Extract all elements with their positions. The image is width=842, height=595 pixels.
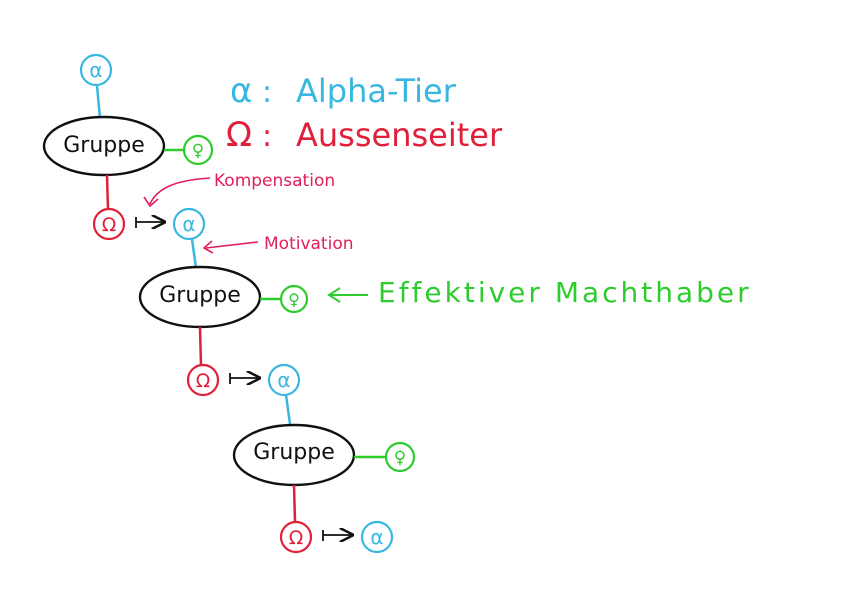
female-node-3	[384, 441, 416, 473]
female-icon: ♀	[394, 448, 406, 468]
annotation-motivation: Motivation	[202, 234, 354, 254]
legend-omega-text: Aussenseiter	[296, 116, 503, 154]
legend: α : Alpha-Tier Ω : Aussenseiter	[226, 71, 503, 155]
alpha-node-4-symbol: α	[370, 525, 383, 549]
female-node-1	[182, 134, 214, 166]
group-ellipse-1	[42, 115, 166, 177]
kompensation-arrow	[149, 177, 211, 205]
omega-link-1	[105, 174, 110, 211]
female-icon: ♀	[288, 290, 300, 309]
level-1: α Gruppe ♀ Ω α	[42, 53, 214, 241]
omega-node-2-symbol: Ω	[196, 370, 211, 392]
annotation-kompensation: Kompensation	[143, 171, 335, 208]
alpha-node-4	[360, 520, 394, 554]
omega-node-3-symbol: Ω	[289, 527, 304, 549]
omega-link-2	[198, 326, 203, 367]
level-3: Gruppe ♀ Ω α	[232, 394, 416, 554]
level-2: Gruppe ♀ Effektiver Machthaber Ω α	[138, 238, 752, 397]
group-label-2: Gruppe	[159, 283, 241, 308]
omega-link-3	[292, 484, 297, 523]
group-label-3: Gruppe	[253, 440, 335, 465]
alpha-node-3	[267, 363, 301, 397]
effective-power-label: Effektiver Machthaber	[378, 276, 752, 309]
legend-omega-separator: :	[262, 119, 272, 154]
motivation-label: Motivation	[264, 234, 354, 254]
alpha-node-3-symbol: α	[277, 368, 290, 392]
legend-alpha-separator: :	[262, 75, 272, 110]
alpha-node-1	[79, 53, 113, 87]
alpha-link-3	[284, 394, 292, 425]
legend-alpha-text: Alpha-Tier	[296, 72, 457, 110]
alpha-node-1-symbol: α	[89, 58, 102, 82]
omega-node-1-symbol: Ω	[102, 214, 117, 236]
alpha-link-1	[95, 85, 102, 119]
omega-node-2	[186, 363, 220, 397]
omega-node-3	[279, 520, 313, 554]
alpha-node-2	[172, 207, 206, 241]
alpha-link-2	[190, 238, 198, 269]
legend-alpha-symbol: α	[230, 71, 252, 111]
legend-omega-symbol: Ω	[226, 115, 252, 155]
alpha-node-2-symbol: α	[182, 212, 195, 236]
omega-node-1	[92, 207, 126, 241]
female-node-2	[279, 284, 309, 314]
motivation-arrow	[205, 241, 259, 249]
female-icon: ♀	[192, 141, 204, 161]
group-label-1: Gruppe	[63, 133, 145, 158]
kompensation-label: Kompensation	[214, 171, 335, 191]
